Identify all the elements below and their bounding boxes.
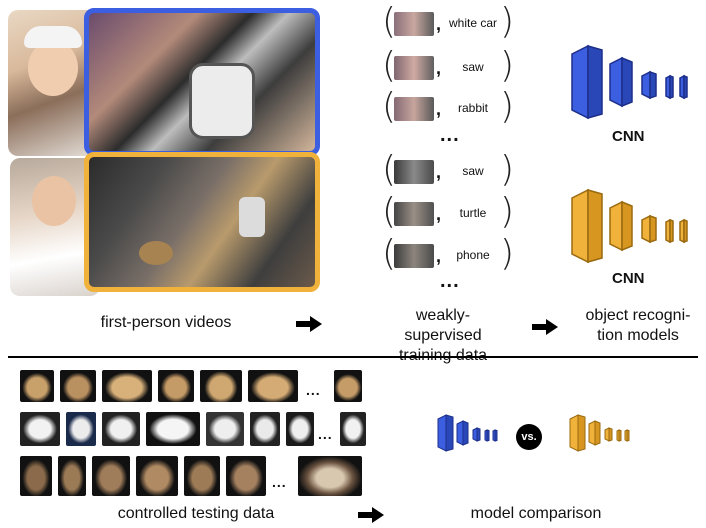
testing-data-caption: controlled testing data: [117, 505, 275, 522]
open-paren: (: [382, 191, 397, 232]
comma: ,: [436, 162, 442, 182]
test-thumbnail: [250, 412, 280, 446]
ellipsis-1: ...: [440, 124, 460, 146]
vs-badge: vs.: [516, 424, 542, 450]
pair-thumbnail: [394, 160, 434, 184]
pair-label: white car: [448, 16, 498, 30]
test-ellipsis: ...: [306, 382, 321, 398]
training-pair: ( , saw ): [382, 45, 514, 88]
toy-phone: [239, 197, 265, 237]
pair-thumbnail: [394, 97, 434, 121]
arrow-icon-1: [296, 316, 322, 337]
test-thumbnail: [248, 370, 298, 402]
training-pair: ( , phone ): [382, 233, 514, 276]
cnn-label-blue: CNN: [612, 128, 645, 145]
arrow-icon-2: [532, 319, 558, 340]
parent-egocentric-frame: [84, 152, 320, 292]
pair-thumbnail: [394, 202, 434, 226]
comma: ,: [436, 99, 442, 119]
test-thumbnail: [102, 412, 140, 446]
close-paren: ): [500, 86, 515, 127]
open-paren: (: [382, 86, 397, 127]
cnn-blue-small-icon: [437, 414, 498, 452]
test-thumbnail: [184, 456, 220, 496]
comma: ,: [436, 246, 442, 266]
open-paren: (: [382, 1, 397, 42]
test-thumbnail: [92, 456, 130, 496]
test-thumbnail: [206, 412, 244, 446]
comma: ,: [436, 204, 442, 224]
child-face: [28, 40, 78, 96]
test-thumbnail: [158, 370, 194, 402]
close-paren: ): [500, 149, 515, 190]
close-paren: ): [500, 1, 515, 42]
first-person-videos-caption: first-person videos: [100, 314, 232, 331]
pair-label: rabbit: [457, 101, 489, 115]
test-thumbnail: [226, 456, 266, 496]
open-paren: (: [382, 233, 397, 274]
cnn-blue-icon: [571, 44, 688, 120]
model-comparison-caption: model comparison: [470, 505, 602, 522]
cnn-orange-small-icon: [569, 414, 630, 452]
pair-thumbnail: [394, 244, 434, 268]
test-thumbnail: [136, 456, 178, 496]
comma: ,: [436, 58, 442, 78]
test-thumbnail: [200, 370, 242, 402]
cnn-orange-icon: [571, 188, 688, 264]
test-thumbnail: [60, 370, 96, 402]
close-paren: ): [500, 191, 515, 232]
close-paren: ): [500, 45, 515, 86]
pair-label: turtle: [459, 206, 487, 220]
pair-label: phone: [456, 248, 490, 262]
test-ellipsis: ...: [318, 426, 333, 442]
test-thumbnail: [334, 370, 362, 402]
cnn-label-orange: CNN: [612, 270, 645, 287]
comma: ,: [436, 14, 442, 34]
pair-thumbnail: [394, 12, 434, 36]
test-thumbnail: [20, 456, 52, 496]
toy-car: [189, 63, 255, 139]
test-thumbnail: [102, 370, 152, 402]
toy-turtle: [139, 241, 173, 265]
test-thumbnail: [298, 456, 362, 496]
open-paren: (: [382, 45, 397, 86]
child-egocentric-frame: [84, 8, 320, 156]
training-pair: ( , white car ): [382, 1, 514, 44]
child-cap: [24, 26, 82, 48]
test-thumbnail: [146, 412, 200, 446]
section-divider: [8, 356, 698, 358]
arrow-icon-3: [358, 507, 384, 528]
pair-thumbnail: [394, 56, 434, 80]
recognition-models-caption: object recogni-tion models: [585, 307, 691, 344]
test-thumbnail: [286, 412, 314, 446]
test-thumbnail: [20, 412, 60, 446]
test-thumbnail: [340, 412, 366, 446]
training-pair: ( , rabbit ): [382, 86, 514, 129]
ellipsis-2: ...: [440, 270, 460, 292]
open-paren: (: [382, 149, 397, 190]
test-thumbnail: [58, 456, 86, 496]
pair-label: saw: [462, 60, 484, 74]
pair-label: saw: [462, 164, 484, 178]
test-thumbnail: [66, 412, 96, 446]
close-paren: ): [500, 233, 515, 274]
test-thumbnail: [20, 370, 54, 402]
parent-face: [32, 176, 76, 226]
training-data-caption: weakly-supervised training data: [399, 307, 487, 364]
test-ellipsis: ...: [272, 474, 287, 490]
training-pair: ( , turtle ): [382, 191, 514, 234]
training-pair: ( , saw ): [382, 149, 514, 192]
